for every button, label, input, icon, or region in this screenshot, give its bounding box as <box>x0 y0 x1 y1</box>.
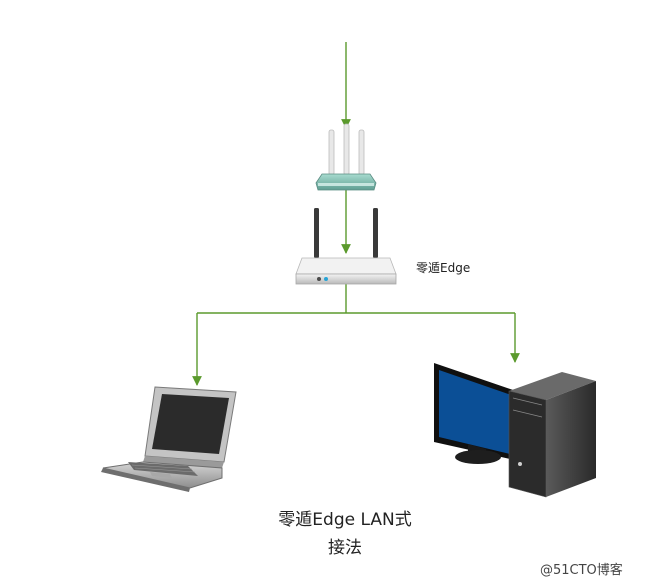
caption-line-2: 接法 <box>328 538 362 558</box>
desktop-computer-icon <box>434 363 596 498</box>
edge-device-label: 零遁Edge <box>416 261 471 275</box>
caption-line-1: 零遁Edge LAN式 <box>278 510 412 530</box>
connection-lines <box>192 42 520 386</box>
wifi-router-icon <box>315 123 377 191</box>
laptop-icon <box>101 386 237 492</box>
edge-router-icon <box>295 208 397 285</box>
diagram-caption: 零遁Edge LAN式 接法 <box>225 506 465 562</box>
watermark-text: @51CTO博客 <box>540 563 623 578</box>
